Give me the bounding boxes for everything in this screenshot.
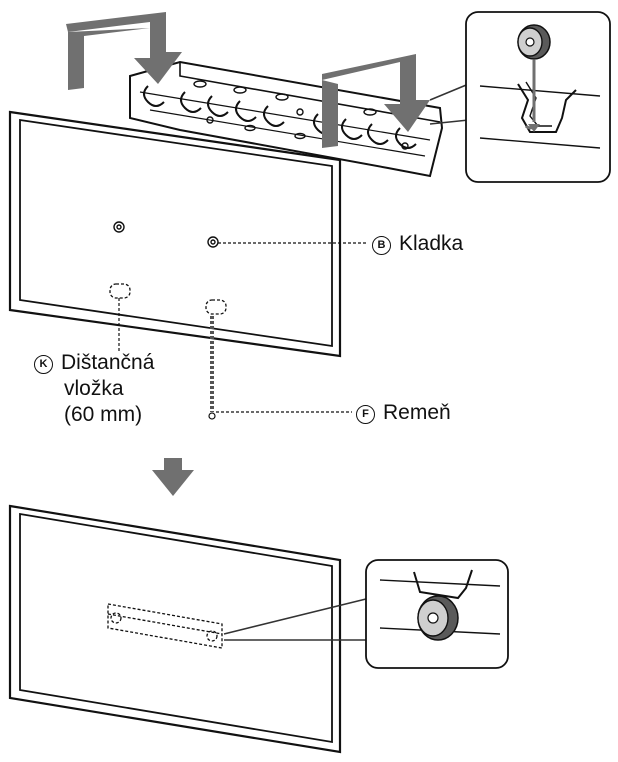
pulley-detail <box>223 559 509 669</box>
arrow-down-icon <box>152 458 194 496</box>
strap-label: F Remeň <box>356 400 451 425</box>
hook-detail <box>429 11 611 183</box>
arrow-down-icon <box>66 12 182 90</box>
spacer-label-line2: vložka <box>64 377 124 400</box>
spacer-label: K Dištančná <box>34 350 154 375</box>
tv-panel <box>8 504 342 754</box>
tv-panel <box>8 110 342 420</box>
strap-label-text: Remeň <box>383 401 451 424</box>
arrow-down-icon <box>322 54 430 148</box>
spacer-label-line1: Dištančná <box>61 351 155 374</box>
marker-f: F <box>356 405 375 424</box>
pulley-label: B Kladka <box>372 231 463 256</box>
spacer-label-line3: (60 mm) <box>64 403 143 426</box>
pulley-label-text: Kladka <box>399 232 464 255</box>
marker-b: B <box>372 236 391 255</box>
wall-bracket <box>129 60 444 178</box>
leader-lines <box>118 242 368 413</box>
marker-k: K <box>34 355 53 374</box>
